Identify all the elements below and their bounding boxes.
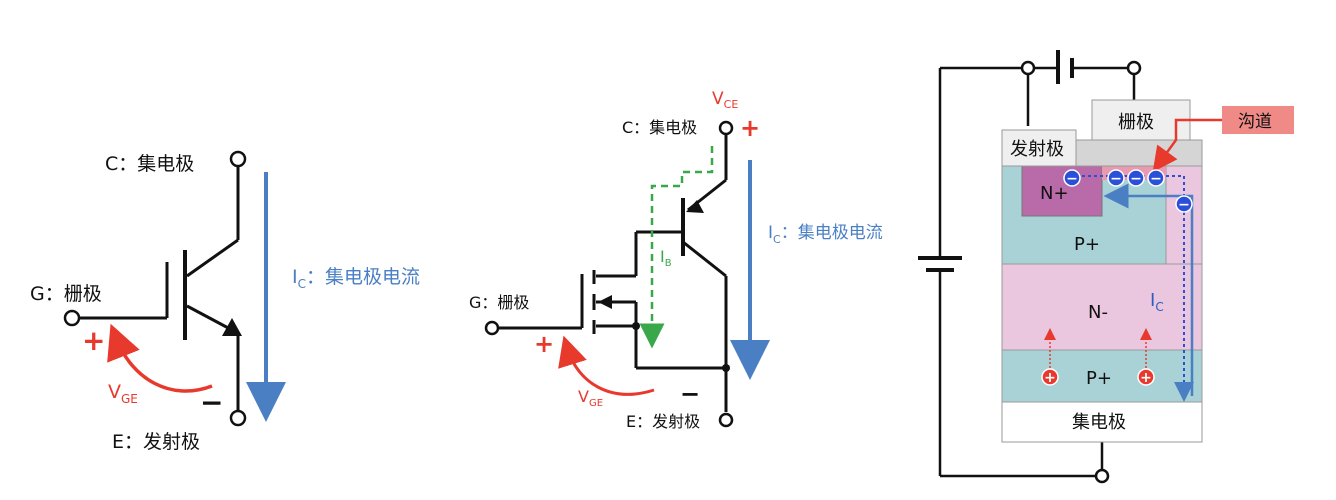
p-plus-top-label: P+	[1074, 234, 1100, 255]
electron-icon: −	[1063, 169, 1081, 187]
ic-label: IC：集电极电流	[292, 266, 420, 291]
emitter-label: E：发射极	[112, 431, 200, 453]
n-plus-label: N+	[1040, 183, 1069, 204]
emitter-label: 发射极	[1010, 139, 1064, 160]
ib-label: IB	[660, 247, 672, 269]
n-minus-label: N-	[1088, 302, 1108, 323]
collector-terminal	[718, 120, 734, 136]
svg-text:+: +	[1044, 370, 1056, 386]
vge-plus: +	[534, 330, 554, 358]
collector-electrode	[1001, 401, 1203, 443]
channel-tag	[1222, 106, 1294, 134]
ib-current-path	[639, 146, 714, 349]
collector-label: C：集电极	[105, 153, 194, 175]
electron-icon: −	[1107, 169, 1125, 187]
collector-label: 集电极	[1072, 412, 1126, 433]
vge-label: VGE	[108, 381, 138, 406]
gate-oxide	[1075, 139, 1203, 167]
collector-label: C：集电极	[622, 118, 697, 137]
n-plus-emitter-region	[1021, 165, 1103, 217]
svg-text:+: +	[1140, 370, 1152, 386]
mosfet-body-arrow	[598, 295, 612, 309]
vge-minus: −	[200, 386, 223, 419]
svg-text:−: −	[1150, 171, 1162, 187]
svg-text:−: −	[1130, 171, 1142, 187]
node-terminal	[1126, 60, 1142, 76]
ic-label: IC	[1150, 290, 1164, 314]
junction-dot	[632, 322, 640, 330]
emitter-electrode	[1001, 129, 1077, 167]
collector-diagonal	[186, 238, 239, 278]
pnp-emitter-arrow	[686, 200, 704, 213]
ic-label: IC：集电极电流	[768, 223, 883, 246]
vce-plus: +	[740, 114, 760, 142]
vge-arrow	[558, 335, 655, 396]
emitter-arrow	[222, 318, 242, 336]
igbt-symbol: C：集电极 G：栅极 E：发射极 + VGE − IC：集电极电流	[30, 150, 420, 453]
electron-icon: −	[1175, 195, 1193, 213]
p-plus-bottom-label: P+	[1086, 368, 1112, 389]
gate-terminal	[484, 320, 500, 336]
node-terminal	[1020, 60, 1036, 76]
gate-label: G：栅极	[469, 293, 529, 312]
electron-icon: −	[1147, 169, 1165, 187]
gate-terminal	[63, 309, 81, 327]
electron-icon: −	[1127, 169, 1145, 187]
pnp-collector-diagonal	[682, 240, 727, 278]
hole-icon: +	[1137, 368, 1155, 386]
ic-current-arrow	[1103, 183, 1194, 396]
p-plus-collector-region	[1001, 349, 1203, 403]
svg-text:−: −	[1110, 171, 1122, 187]
vce-label: VCE	[712, 89, 738, 111]
hole-icon: +	[1041, 368, 1059, 386]
vge-plus: +	[82, 324, 105, 357]
gate-label: 栅极	[1118, 112, 1154, 133]
vge-minus: −	[680, 380, 700, 408]
emitter-label: E：发射极	[626, 412, 700, 431]
svg-text:−: −	[1178, 197, 1190, 213]
collector-terminal	[229, 150, 247, 168]
svg-text:−: −	[1066, 171, 1078, 187]
gate-label: G：栅极	[30, 283, 102, 305]
emitter-terminal	[229, 409, 247, 427]
n-minus-drift-region	[1001, 263, 1203, 351]
channel-label: 沟道	[1238, 112, 1272, 132]
channel-pointer	[1152, 118, 1222, 173]
vge-arrow	[107, 323, 213, 393]
emitter-terminal	[718, 412, 734, 428]
vge-label: VGE	[578, 387, 603, 409]
junction-dot	[722, 364, 730, 372]
equivalent-circuit: VCE C：集电极 + G：栅极 E：发射极 − + VGE I	[469, 89, 883, 431]
emitter-diagonal	[186, 304, 233, 332]
node-terminal	[1094, 468, 1110, 484]
igbt-cross-section: 栅极 发射极 N+ P+ N- P+ 集电极 沟道 IC − − − −	[918, 50, 1294, 484]
